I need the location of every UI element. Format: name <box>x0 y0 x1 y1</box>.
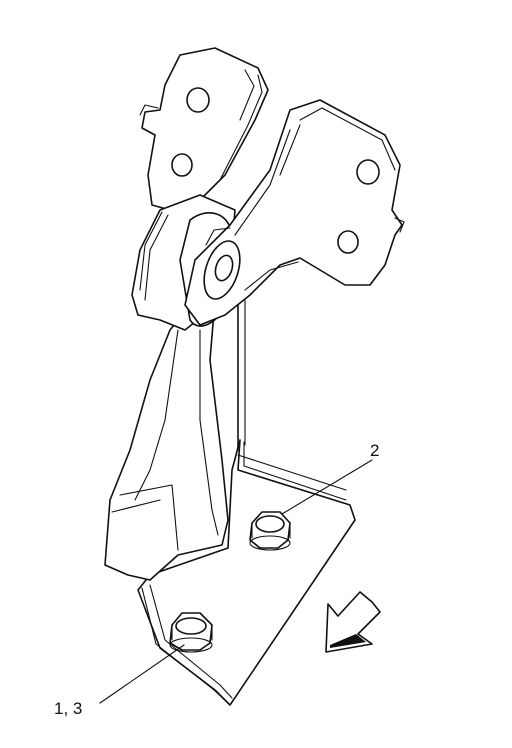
vertical-strut <box>104 299 229 581</box>
callout-lower-nut: 1, 3 <box>54 699 82 718</box>
lower-nut <box>169 612 213 653</box>
leader-line-lower <box>99 644 185 704</box>
rear-tab-bracket <box>139 47 269 211</box>
front-bracket-plate <box>184 99 405 326</box>
upper-nut <box>249 511 291 551</box>
leader-line-upper <box>281 459 373 515</box>
callout-upper-nut: 2 <box>370 441 379 460</box>
front-direction-arrow-icon <box>325 591 381 653</box>
